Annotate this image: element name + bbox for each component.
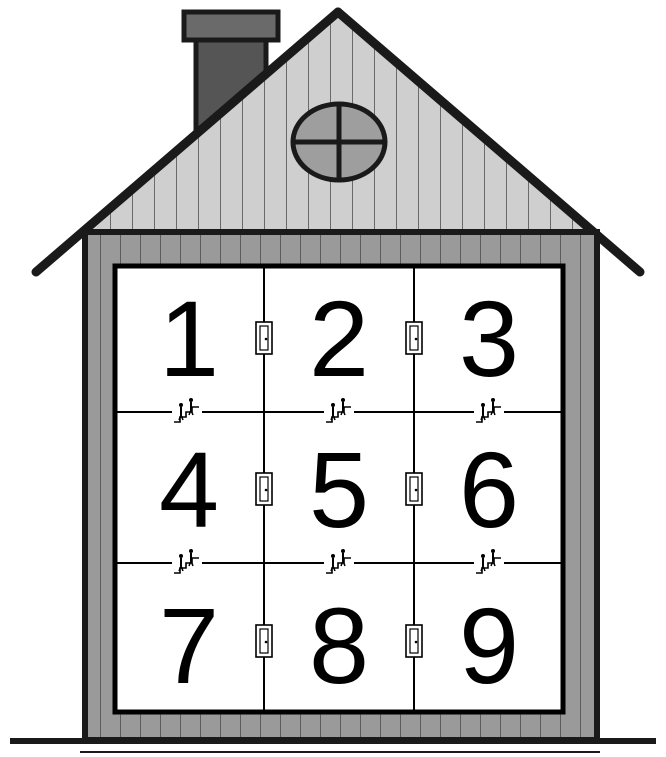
room-number: 3 [459, 278, 519, 399]
room-number: 5 [309, 429, 369, 550]
room-number: 8 [309, 585, 369, 706]
door-icon [256, 322, 272, 354]
stairs-people-icon [474, 549, 504, 575]
room-number: 7 [159, 585, 219, 706]
ground-line [10, 741, 656, 752]
door-icon [406, 322, 422, 354]
stairs-people-icon [324, 549, 354, 575]
room-number: 6 [459, 429, 519, 550]
door-icon [406, 625, 422, 657]
room-number: 2 [309, 278, 369, 399]
door-icon [256, 625, 272, 657]
room-number: 1 [159, 278, 219, 399]
stairs-people-icon [172, 549, 202, 575]
stairs-people-icon [324, 398, 354, 424]
room-number: 4 [159, 429, 219, 550]
room-number: 9 [459, 585, 519, 706]
stairs-people-icon [474, 398, 504, 424]
room-numbers: 1 2 3 4 5 6 7 8 9 [159, 278, 519, 706]
door-icon [406, 473, 422, 505]
stairs-people-icon [172, 398, 202, 424]
round-window-icon [293, 104, 385, 180]
door-icon [256, 473, 272, 505]
